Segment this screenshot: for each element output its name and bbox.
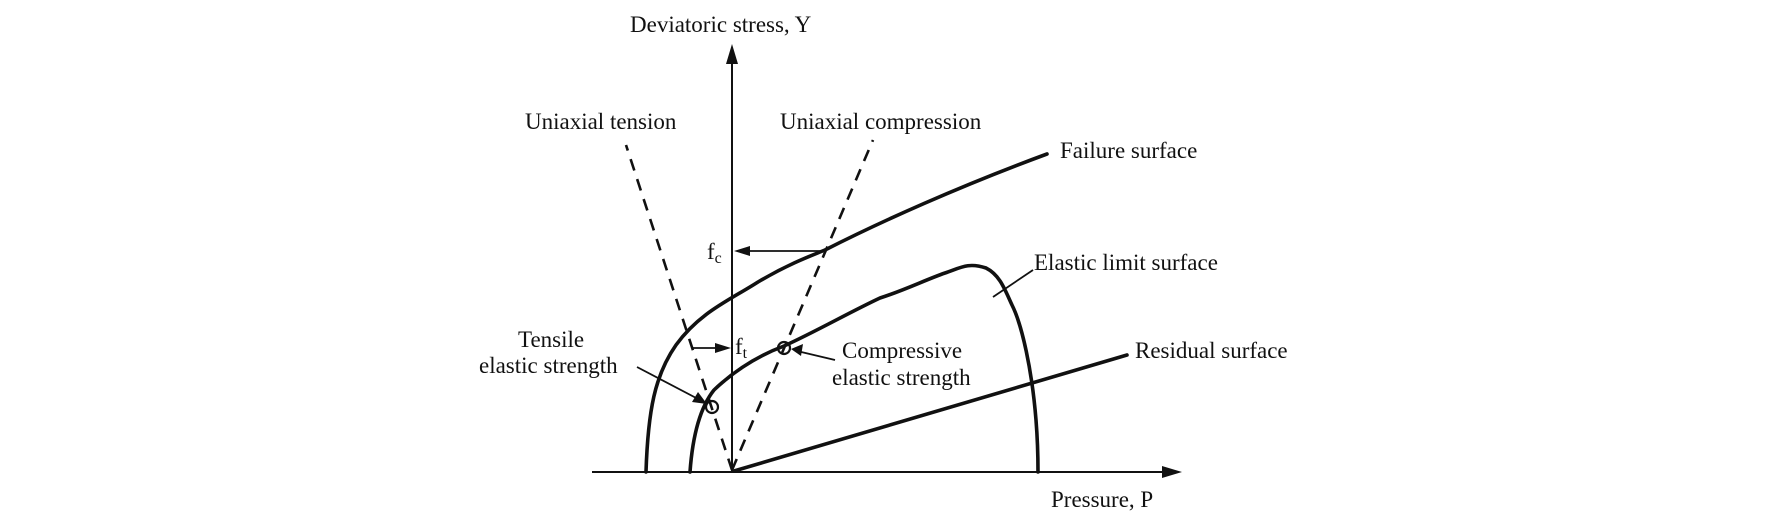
tensile-elastic-strength-marker <box>704 399 720 415</box>
failure-surface-label: Failure surface <box>1060 138 1197 163</box>
axes <box>592 44 1182 478</box>
uniaxial-tension-label: Uniaxial tension <box>525 109 677 134</box>
tensile-elastic-strength-label-line1: Tensile <box>518 327 584 352</box>
x-axis-arrow <box>1162 466 1182 478</box>
tensile-leader-arrow <box>692 392 707 404</box>
elastic-limit-surface-curve <box>688 263 1040 474</box>
compressive-elastic-strength-label-line2: elastic strength <box>832 365 971 390</box>
y-axis-label: Deviatoric stress, Y <box>630 12 812 37</box>
y-axis-arrow <box>726 44 738 64</box>
residual-surface-label: Residual surface <box>1135 338 1288 363</box>
x-axis-label: Pressure, P <box>1051 487 1153 512</box>
compressive-elastic-strength-label-line1: Compressive <box>842 338 962 363</box>
elastic-limit-surface-label: Elastic limit surface <box>1034 250 1218 275</box>
compressive-elastic-strength-marker <box>776 340 792 356</box>
fc-label: fc <box>707 239 722 267</box>
elastic-limit-leader <box>992 269 1034 298</box>
ft-arrowhead <box>715 343 731 353</box>
compressive-leader-arrow <box>791 344 803 356</box>
compressive-leader <box>796 350 836 361</box>
ft-label: ft <box>735 334 748 362</box>
tensile-leader <box>636 366 701 401</box>
residual-surface-line <box>732 353 1129 473</box>
tensile-elastic-strength-label-line2: elastic strength <box>479 353 618 378</box>
failure-surface-curve <box>644 152 1049 474</box>
fc-arrowhead <box>734 246 750 256</box>
uniaxial-tension-line <box>624 144 734 471</box>
uniaxial-compression-label: Uniaxial compression <box>780 109 982 134</box>
uniaxial-compression-line <box>730 139 875 471</box>
